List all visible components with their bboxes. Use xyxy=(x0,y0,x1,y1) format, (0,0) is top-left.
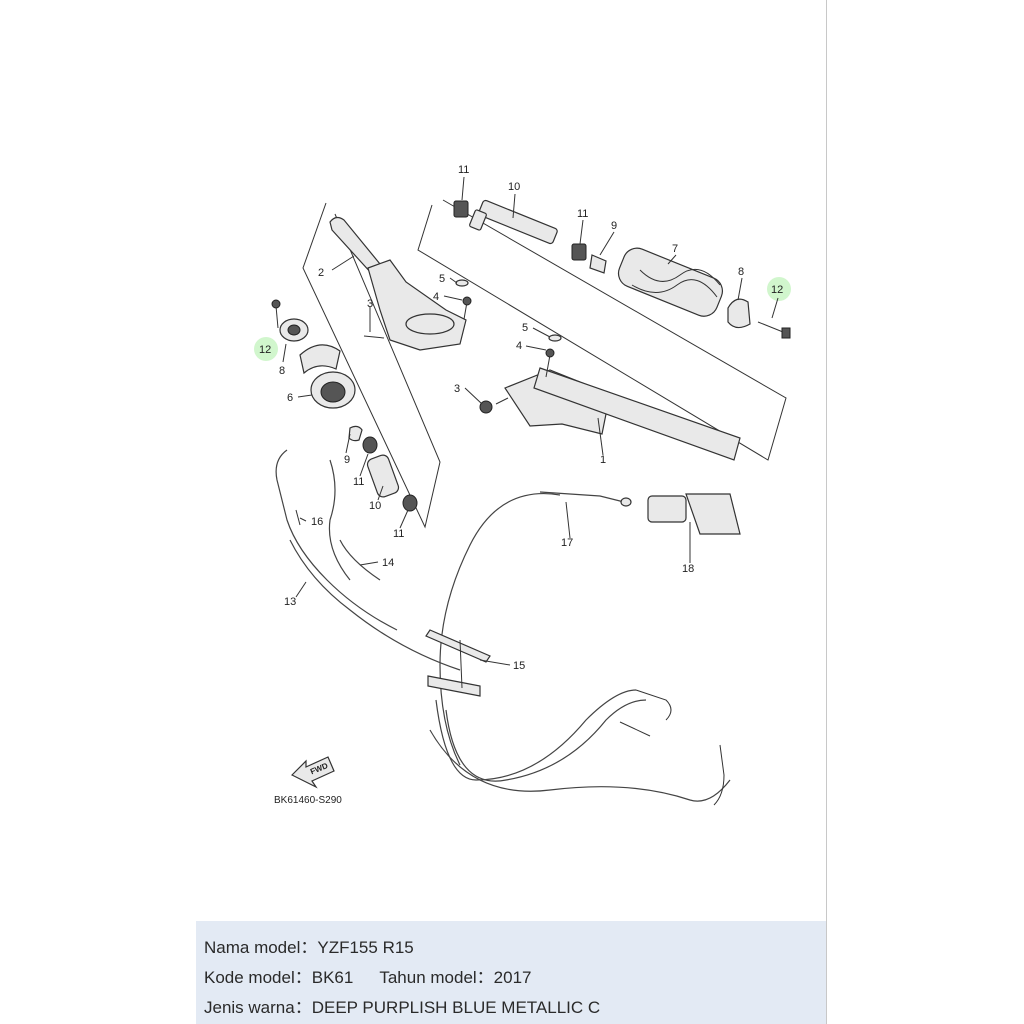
label-12: 12 xyxy=(259,344,271,356)
right-divider xyxy=(826,0,827,1024)
part-3-bolt-left xyxy=(363,335,385,339)
label-9: 9 xyxy=(344,454,350,466)
label-17: 17 xyxy=(561,537,573,549)
part-2-clutch-lever xyxy=(329,216,467,351)
label-10: 10 xyxy=(369,500,381,512)
label-4: 4 xyxy=(516,340,522,352)
model-name-value: YZF155 R15 xyxy=(317,938,414,957)
part-13-cable xyxy=(275,449,461,671)
label-1: 1 xyxy=(600,454,606,466)
label-8: 8 xyxy=(279,365,285,377)
fwd-arrow-icon: FWD xyxy=(290,756,335,789)
group-outline-right xyxy=(417,199,787,461)
highlight-12-left xyxy=(254,337,278,361)
part-14-cable xyxy=(328,459,381,581)
part-15-bracket xyxy=(425,629,491,697)
highlight-12-right xyxy=(767,277,791,301)
label-3: 3 xyxy=(454,383,460,395)
label-5: 5 xyxy=(522,322,528,334)
part-5-washer-a xyxy=(455,279,469,287)
label-8: 8 xyxy=(738,266,744,278)
label-5: 5 xyxy=(439,273,445,285)
model-name-label: Nama model： xyxy=(204,938,318,957)
cable-bundle-bottom xyxy=(429,689,731,806)
model-code-row: Kode model：BK61 Tahun model：2017 xyxy=(204,963,532,988)
part-12-screw-right xyxy=(757,321,791,339)
label-12: 12 xyxy=(771,284,783,296)
group-outline-left xyxy=(302,202,441,529)
label-18: 18 xyxy=(682,563,694,575)
part-18-boot xyxy=(647,493,741,535)
color-row: Jenis warna：DEEP PURPLISH BLUE METALLIC … xyxy=(204,993,600,1018)
label-16: 16 xyxy=(311,516,323,528)
label-11: 11 xyxy=(458,164,469,176)
leader-lines xyxy=(282,176,779,666)
model-code-value: BK61 xyxy=(311,968,354,987)
label-11: 11 xyxy=(577,208,588,220)
part-12-screw-left xyxy=(271,299,281,329)
label-9: 9 xyxy=(611,220,617,232)
part-8-end-cap-right xyxy=(727,298,751,329)
label-11: 11 xyxy=(353,476,364,488)
label-15: 15 xyxy=(513,660,525,672)
label-11: 11 xyxy=(393,528,404,540)
part-9-upper xyxy=(589,254,607,274)
part-8-end-cap-left xyxy=(279,318,309,342)
parts-diagram: FWD xyxy=(254,164,791,806)
part-labels: 11 10 11 9 7 8 12 5 4 5 4 3 1 2 3 12 8 6… xyxy=(259,164,783,806)
color-label: Jenis warna： xyxy=(204,998,312,1017)
label-13: 13 xyxy=(284,596,296,608)
part-11-nut-b xyxy=(571,243,587,261)
part-7-grip xyxy=(617,247,724,317)
model-code-label: Kode model： xyxy=(204,968,312,987)
part-11-nut-d xyxy=(402,494,418,512)
part-4-screw-b xyxy=(545,348,555,378)
label-4: 4 xyxy=(433,291,439,303)
color-value: DEEP PURPLISH BLUE METALLIC C xyxy=(311,998,601,1017)
label-7: 7 xyxy=(672,243,678,255)
part-5-washer-b xyxy=(548,334,562,342)
part-1-throttle-housing xyxy=(479,367,741,461)
part-6-grip-left xyxy=(299,344,356,409)
part-10-lower xyxy=(366,454,400,498)
model-year-label: Tahun model： xyxy=(379,968,494,987)
model-info-panel: Nama model：YZF155 R15 Kode model：BK61 Tah… xyxy=(196,921,826,1024)
label-14: 14 xyxy=(382,557,394,569)
part-10-upper xyxy=(469,199,558,245)
part-11-nut-a xyxy=(453,200,469,218)
label-2: 2 xyxy=(318,267,324,279)
part-16-screw xyxy=(295,509,301,526)
model-year-value: 2017 xyxy=(493,968,532,987)
part-11-nut-c xyxy=(362,436,378,454)
label-6: 6 xyxy=(287,392,293,404)
model-name-row: Nama model：YZF155 R15 xyxy=(204,933,414,958)
part-9-lower xyxy=(348,425,363,442)
label-3: 3 xyxy=(367,298,373,310)
label-10: 10 xyxy=(508,181,520,193)
part-17-cable xyxy=(439,491,632,766)
diagram-code: BK61460-S290 xyxy=(274,795,342,806)
